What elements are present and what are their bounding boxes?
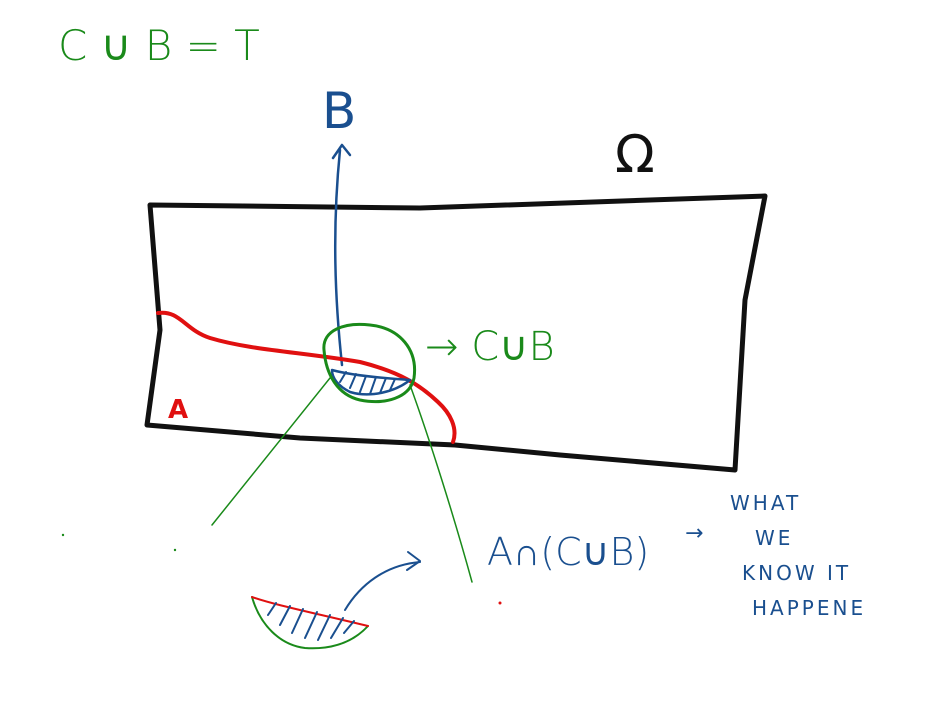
stray-dot-1 <box>61 533 65 537</box>
note-line-2: WE <box>755 526 793 550</box>
c-union-b-label: → C∪B <box>425 324 555 370</box>
c-union-b-circle <box>322 322 417 404</box>
set-b-pointer-line <box>333 148 344 367</box>
what-we-know-arrow: → <box>685 521 703 546</box>
zoomed-region-hatch <box>267 602 355 641</box>
sample-space-label: Ω <box>615 125 655 185</box>
zoomed-region-outline <box>251 596 369 650</box>
set-a-label: A <box>168 395 188 425</box>
zoom-arrow <box>344 561 421 611</box>
intersection-expression: A∩(C∪B) <box>487 530 649 574</box>
stray-dot-2 <box>173 548 177 552</box>
set-a-curve <box>156 310 457 444</box>
note-line-3: KNOW IT <box>742 561 851 585</box>
intersection-hatch-lines <box>339 371 396 395</box>
set-b-label: B <box>322 82 356 140</box>
zoom-line-left <box>211 377 331 526</box>
sample-space-rectangle <box>144 193 768 473</box>
stray-dot-3 <box>498 601 502 605</box>
top-equation-text: C ∪ B = T <box>58 21 260 70</box>
zoom-arrowhead <box>406 551 421 571</box>
zoom-line-right <box>409 384 473 583</box>
note-line-4: HAPPENE <box>752 596 866 620</box>
note-line-1: WHAT <box>730 491 801 515</box>
zoomed-region-red-edge <box>251 596 369 627</box>
set-b-arrowhead <box>331 143 352 160</box>
